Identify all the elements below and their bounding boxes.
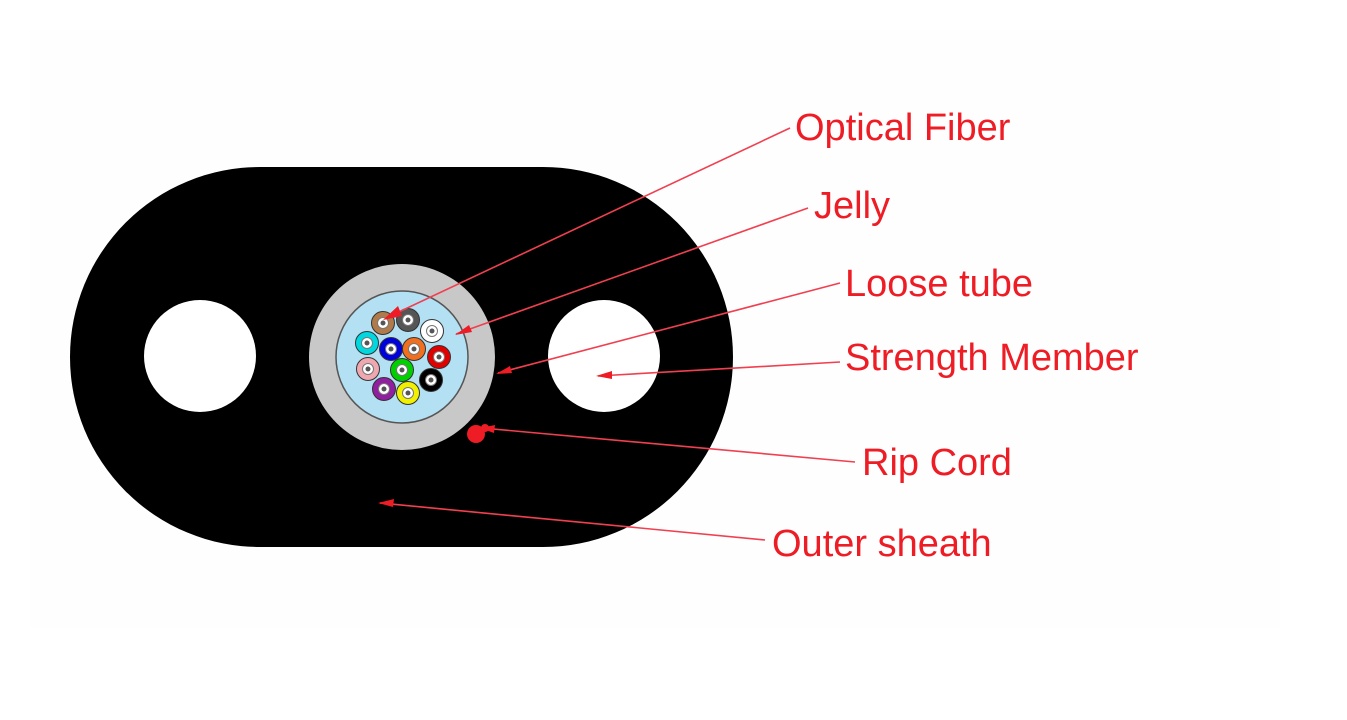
fiber-center xyxy=(428,377,434,383)
leader-strength-member xyxy=(597,361,841,377)
fiber-center xyxy=(399,367,405,373)
strength-member-right xyxy=(548,300,660,412)
fiber-center xyxy=(364,340,370,346)
label-rip-cord: Rip Cord xyxy=(862,442,1012,484)
fiber-center xyxy=(436,354,442,360)
optical-fibers xyxy=(355,308,451,405)
fiber-center xyxy=(405,390,411,396)
fiber-center xyxy=(429,328,435,334)
fiber-center xyxy=(405,317,411,323)
fiber-center xyxy=(388,346,394,352)
leader-lines xyxy=(378,127,856,541)
fiber-center xyxy=(411,346,417,352)
leader-optical-fiber xyxy=(385,127,791,319)
leader-outer-sheath xyxy=(379,502,766,541)
fiber-center xyxy=(365,366,371,372)
label-loose-tube: Loose tube xyxy=(845,263,1033,305)
fiber-center xyxy=(381,386,387,392)
label-optical-fiber: Optical Fiber xyxy=(795,107,1011,149)
label-outer-sheath: Outer sheath xyxy=(772,523,992,565)
leader-rip-cord xyxy=(481,427,856,463)
label-strength-member: Strength Member xyxy=(845,337,1139,379)
leader-loose-tube xyxy=(497,282,841,374)
label-jelly: Jelly xyxy=(814,185,890,227)
strength-member-left xyxy=(144,300,256,412)
fiber-center xyxy=(380,320,386,326)
leader-jelly xyxy=(455,207,809,335)
